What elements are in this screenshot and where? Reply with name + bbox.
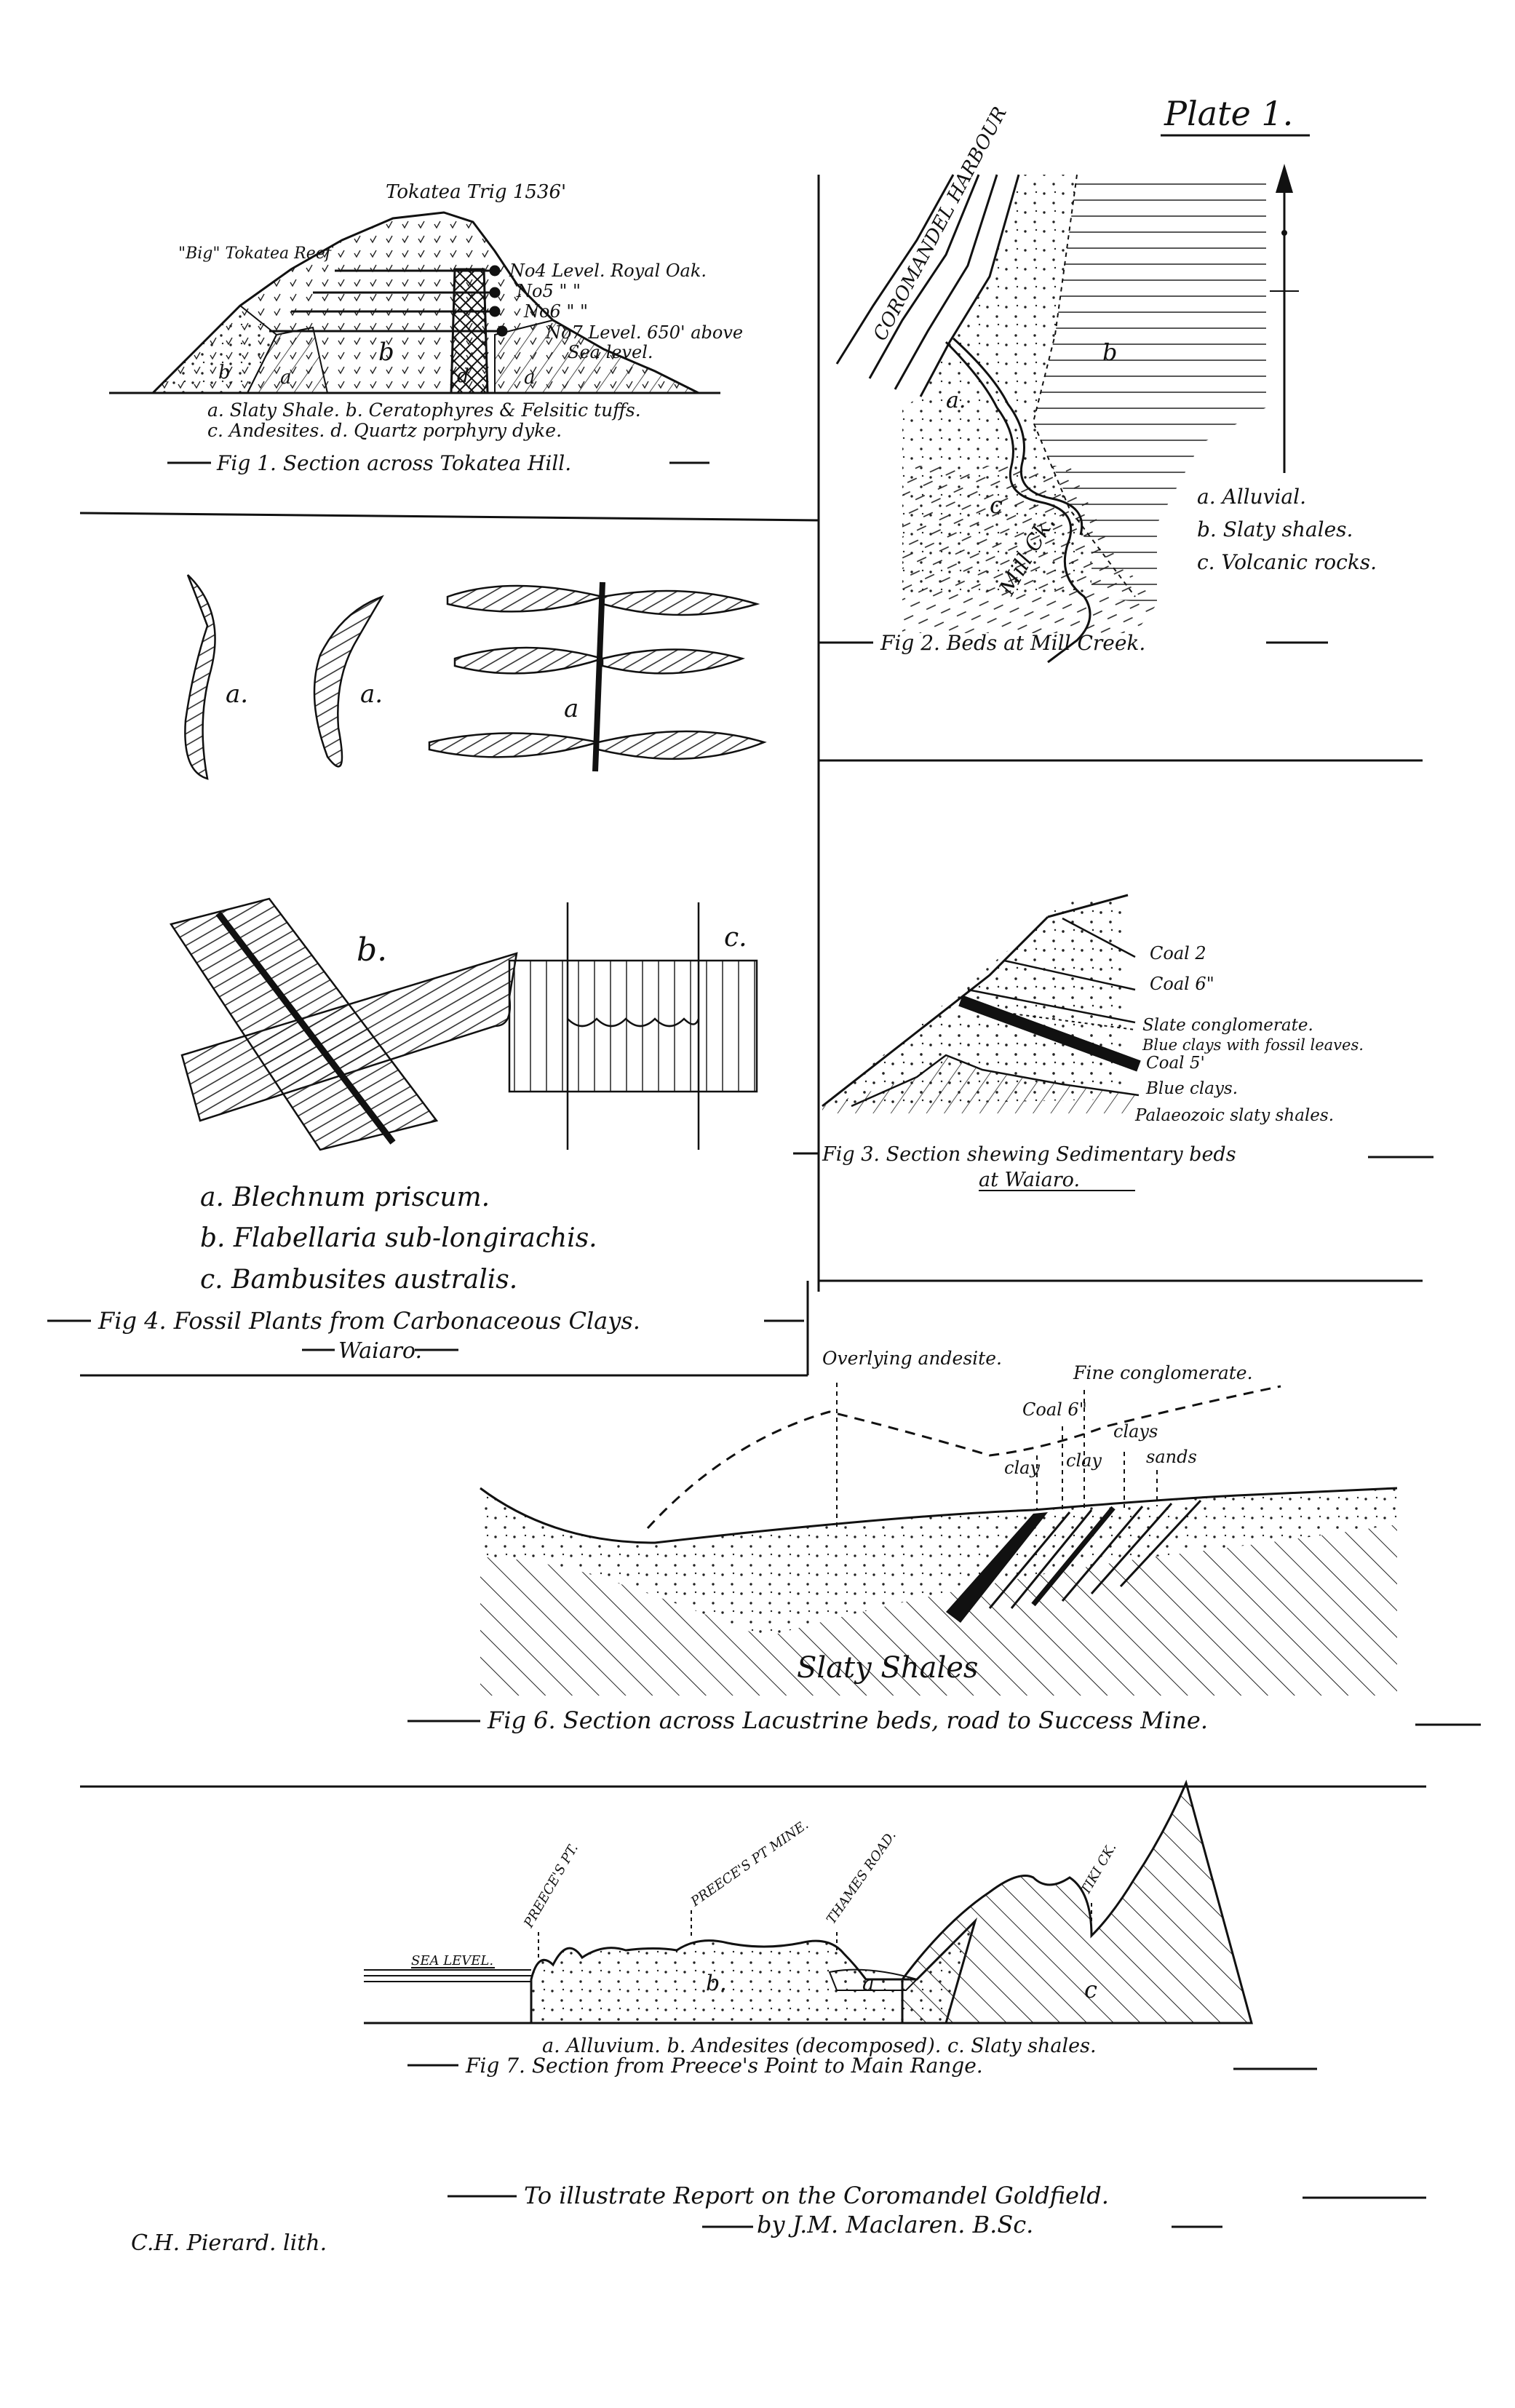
fig7-sea bbox=[364, 1969, 531, 1982]
fig6-andesite-outline bbox=[646, 1385, 1281, 1530]
fig4-mark-a1: a. bbox=[226, 680, 248, 709]
fig1-legend-line2: c. Andesites. d. Quartz porphyry dyke. bbox=[207, 420, 562, 441]
fig1-caption: Fig 1. Section across Tokatea Hill. bbox=[216, 451, 571, 475]
fig1-section-tokatea-hill: Tokatea Trig 1536' "Big" Tokatea Reef No… bbox=[109, 181, 743, 475]
footer-lithographer-text: C.H. Pierard. lith. bbox=[131, 2230, 327, 2256]
fig3-blue-fossil-label: Blue clays with fossil leaves. bbox=[1142, 1036, 1364, 1054]
fig7-preeces-mine-label: PREECE'S PT MINE. bbox=[688, 1817, 811, 1910]
fig1-level6-label: No6 " " bbox=[523, 301, 588, 322]
fig7-tiki-label: TIKI CK. bbox=[1078, 1840, 1119, 1897]
fig6-fine-conglomerate-label: Fine conglomerate. bbox=[1073, 1362, 1253, 1383]
plate-footer: To illustrate Report on the Coromandel G… bbox=[131, 2182, 1426, 2256]
fig7-slaty-shales bbox=[901, 1779, 1253, 2024]
fig1-mark-a2: a bbox=[524, 367, 536, 389]
fig7-preeces-pt-label: PREECE'S PT. bbox=[521, 1841, 581, 1931]
fig2-slaty-shales bbox=[1033, 175, 1266, 604]
fossil-stem-b bbox=[169, 897, 518, 1151]
plate-label-text: Plate 1. bbox=[1164, 94, 1293, 133]
fig2-caption: Fig 2. Beds at Mill Creek. bbox=[880, 631, 1145, 655]
fig2-volcanic bbox=[902, 466, 1157, 633]
fig2-mark-a: a. bbox=[946, 388, 966, 413]
fig7-pointers bbox=[538, 1899, 1092, 1958]
fig7-legend: a. Alluvium. b. Andesites (decomposed). … bbox=[542, 2035, 1097, 2057]
plate-label: Plate 1. bbox=[1161, 94, 1310, 137]
fig1-sea-level-label: Sea level. bbox=[568, 342, 653, 362]
fossil-leaf-a1 bbox=[184, 574, 216, 780]
fig6-shales-label: Slaty Shales bbox=[797, 1651, 978, 1685]
fig6-clays-label: clays bbox=[1113, 1421, 1158, 1442]
fig4-legend-c: c. Bambusites australis. bbox=[200, 1265, 517, 1295]
footer-illustrate-text: To illustrate Report on the Coromandel G… bbox=[524, 2182, 1109, 2209]
fig4-mark-a2: a. bbox=[360, 680, 383, 709]
mine-levels bbox=[269, 265, 508, 337]
fig3-coal5-seam bbox=[958, 995, 1141, 1072]
fig6-sands bbox=[480, 1488, 1397, 1637]
fig3-caption-line2: at Waiaro. bbox=[979, 1169, 1080, 1191]
fig4-caption-line2: Waiaro. bbox=[338, 1338, 422, 1364]
fig6-slaty-shales bbox=[480, 1525, 1397, 1696]
fig7-thames-road-label: THAMES ROAD. bbox=[824, 1828, 899, 1927]
fig1-mark-a1: a bbox=[280, 367, 292, 389]
fig1-mark-b2: b bbox=[378, 338, 394, 367]
fig3-sedimentary-beds-waiaro: Coal 2 Coal 6" Slate conglomerate. Blue … bbox=[793, 894, 1434, 1191]
fig3-caption-line1: Fig 3. Section shewing Sedimentary beds bbox=[822, 1143, 1236, 1166]
fig7-caption: Fig 7. Section from Preece's Point to Ma… bbox=[465, 2054, 983, 2078]
fig6-andesite-label: Overlying andesite. bbox=[822, 1348, 1002, 1369]
fossil-frond-a3 bbox=[428, 581, 767, 772]
fig2-beds-mill-creek: COROMANDEL HARBOUR Mill Ck. a. b c a. Al… bbox=[819, 103, 1377, 664]
fig6-clay1-label: clay bbox=[1004, 1458, 1040, 1478]
fig7-mark-a: a bbox=[862, 1971, 875, 1995]
fig1-reef-label: "Big" Tokatea Reef bbox=[178, 245, 334, 263]
panel-dividers bbox=[79, 175, 1426, 1788]
fig7-sea-level-label: SEA LEVEL. bbox=[411, 1953, 493, 1968]
fig6-clay2-label: clay bbox=[1066, 1450, 1102, 1471]
fig1-bottom-divider bbox=[79, 512, 819, 522]
fig4-mark-c: c. bbox=[724, 923, 747, 953]
fig3-palaeozoic bbox=[822, 1055, 1139, 1113]
fig1-level7-label: No7 Level. 650' above bbox=[545, 322, 743, 343]
fig6-coal-seam bbox=[946, 1512, 1048, 1623]
fig2-mark-b: b bbox=[1102, 338, 1117, 366]
fig7-mark-b: b. bbox=[706, 1971, 727, 1996]
fig6-caption: Fig 6. Section across Lacustrine beds, r… bbox=[487, 1706, 1208, 1734]
fig3-coal2-label: Coal 2 bbox=[1150, 943, 1206, 963]
fig3-coal6-label: Coal 6" bbox=[1150, 974, 1214, 994]
fig6-sands-label: sands bbox=[1146, 1447, 1197, 1467]
fig4-legend-a: a. Blechnum priscum. bbox=[200, 1183, 490, 1212]
fig3-conglomerate-label: Slate conglomerate. bbox=[1142, 1016, 1313, 1035]
fig2-mark-c: c bbox=[990, 491, 1003, 519]
fig6-coal6-label: Coal 6" bbox=[1022, 1399, 1087, 1420]
fig7-mark-c: c bbox=[1084, 1976, 1097, 2003]
fig3-blue-clays-label: Blue clays. bbox=[1145, 1079, 1238, 1098]
fig1-summit-label: Tokatea Trig 1536' bbox=[386, 181, 566, 203]
fig1-level5-label: No5 " " bbox=[516, 281, 581, 301]
north-arrow-icon bbox=[1270, 164, 1299, 473]
fig4-mark-b: b. bbox=[357, 931, 387, 969]
fig3-coal6-seam bbox=[1003, 959, 1136, 991]
fig1-level4-label: No4 Level. Royal Oak. bbox=[509, 261, 707, 281]
fig4-fossil-plants: a. a. a b. c. a. Blechnum priscum. b. Fl… bbox=[47, 574, 804, 1364]
fossil-bamboo-c bbox=[508, 902, 758, 1150]
fig3-palaeozoic-label: Palaeozoic slaty shales. bbox=[1134, 1106, 1334, 1125]
fig1-legend-line1: a. Slaty Shale. b. Ceratophyres & Felsit… bbox=[207, 400, 641, 421]
fig2-creek bbox=[945, 341, 1091, 664]
fig3-coal5-label: Coal 5' bbox=[1146, 1054, 1205, 1073]
fig2-legend-a: a. Alluvial. bbox=[1197, 485, 1306, 509]
fig3-coal2-seam bbox=[1062, 917, 1136, 958]
fig4-mark-a3: a bbox=[564, 694, 578, 723]
fig7-preeces-point-section: SEA LEVEL. PREECE'S PT. PREECE'S PT MINE… bbox=[364, 1779, 1317, 2078]
fig1-mark-b1: b bbox=[218, 362, 231, 384]
footer-author-text: by J.M. Maclaren. B.Sc. bbox=[757, 2211, 1033, 2238]
fig2-legend-c: c. Volcanic rocks. bbox=[1197, 550, 1377, 574]
fig2-legend-b: b. Slaty shales. bbox=[1197, 517, 1353, 541]
fig4-legend-b: b. Flabellaria sub-longirachis. bbox=[200, 1223, 597, 1253]
fig4-caption-line1: Fig 4. Fossil Plants from Carbonaceous C… bbox=[98, 1307, 640, 1335]
fig6-lacustrine-beds: Overlying andesite. Fine conglomerate. C… bbox=[407, 1348, 1481, 1734]
fossil-leaf-a2 bbox=[313, 595, 384, 768]
fig1-mark-d: d bbox=[457, 365, 469, 387]
